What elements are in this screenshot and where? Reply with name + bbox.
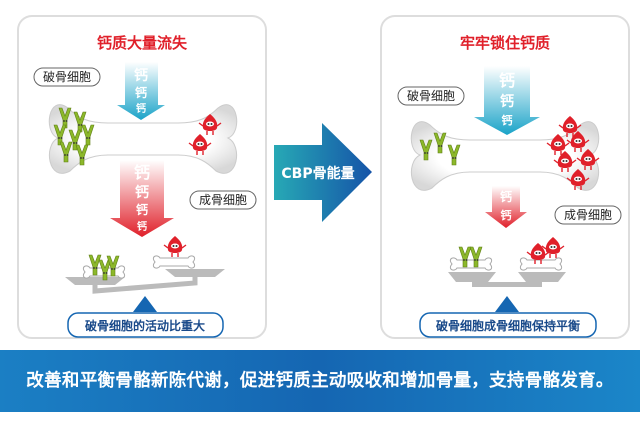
svg-text:破骨细胞: 破骨细胞 bbox=[43, 69, 91, 84]
svg-text:破骨细胞: 破骨细胞 bbox=[407, 88, 455, 103]
svg-text:钙: 钙 bbox=[499, 71, 515, 90]
svg-text:破骨细胞成骨细胞保持平衡: 破骨细胞成骨细胞保持平衡 bbox=[436, 318, 580, 333]
svg-text:破骨细胞的活动比重大: 破骨细胞的活动比重大 bbox=[85, 318, 205, 333]
left-osteoblast-label: 成骨细胞 bbox=[189, 190, 257, 210]
right-osteoblast-label: 成骨细胞 bbox=[554, 205, 622, 225]
svg-text:钙: 钙 bbox=[135, 85, 147, 100]
right-panel: 牢牢锁住钙质 破骨细胞 钙 钙 钙 钙 钙 成骨细胞 bbox=[380, 15, 630, 339]
svg-text:钙: 钙 bbox=[136, 202, 148, 217]
left-title: 钙质大量流失 bbox=[97, 34, 188, 52]
svg-text:钙: 钙 bbox=[137, 220, 147, 233]
svg-text:钙: 钙 bbox=[500, 93, 514, 110]
calcium-out-arrow: 钙 钙 钙 钙 bbox=[110, 160, 174, 237]
tilted-scale bbox=[65, 235, 225, 312]
calcium-out-arrow: 钙 钙 bbox=[485, 186, 527, 228]
svg-text:钙: 钙 bbox=[134, 67, 148, 84]
right-title: 牢牢锁住钙质 bbox=[460, 34, 550, 52]
right-osteoclast-label: 破骨细胞 bbox=[397, 86, 465, 106]
calcium-in-arrow: 钙 钙 钙 bbox=[117, 62, 165, 120]
left-osteoclast-label: 破骨细胞 bbox=[33, 67, 101, 87]
calcium-in-arrow: 钙 钙 钙 bbox=[474, 66, 540, 135]
left-panel: 钙质大量流失 破骨细胞 钙 钙 钙 钙 钙 钙 钙 bbox=[17, 15, 267, 339]
svg-text:CBP骨能量: CBP骨能量 bbox=[281, 165, 354, 182]
svg-text:钙: 钙 bbox=[134, 163, 150, 182]
right-caption: 破骨细胞成骨细胞保持平衡 bbox=[419, 312, 597, 338]
balanced-scale bbox=[448, 236, 566, 312]
svg-text:钙: 钙 bbox=[500, 189, 512, 204]
svg-text:钙: 钙 bbox=[136, 102, 146, 115]
svg-text:钙: 钙 bbox=[502, 113, 513, 127]
svg-text:钙: 钙 bbox=[501, 208, 512, 222]
svg-text:成骨细胞: 成骨细胞 bbox=[199, 193, 247, 207]
svg-text:钙: 钙 bbox=[135, 184, 149, 201]
svg-text:成骨细胞: 成骨细胞 bbox=[564, 208, 612, 222]
left-caption: 破骨细胞的活动比重大 bbox=[67, 312, 224, 338]
cbp-arrow: CBP骨能量 bbox=[274, 123, 372, 222]
summary-banner: 改善和平衡骨骼新陈代谢，促进钙质主动吸收和增加骨量，支持骨骼发育。 bbox=[0, 350, 640, 412]
